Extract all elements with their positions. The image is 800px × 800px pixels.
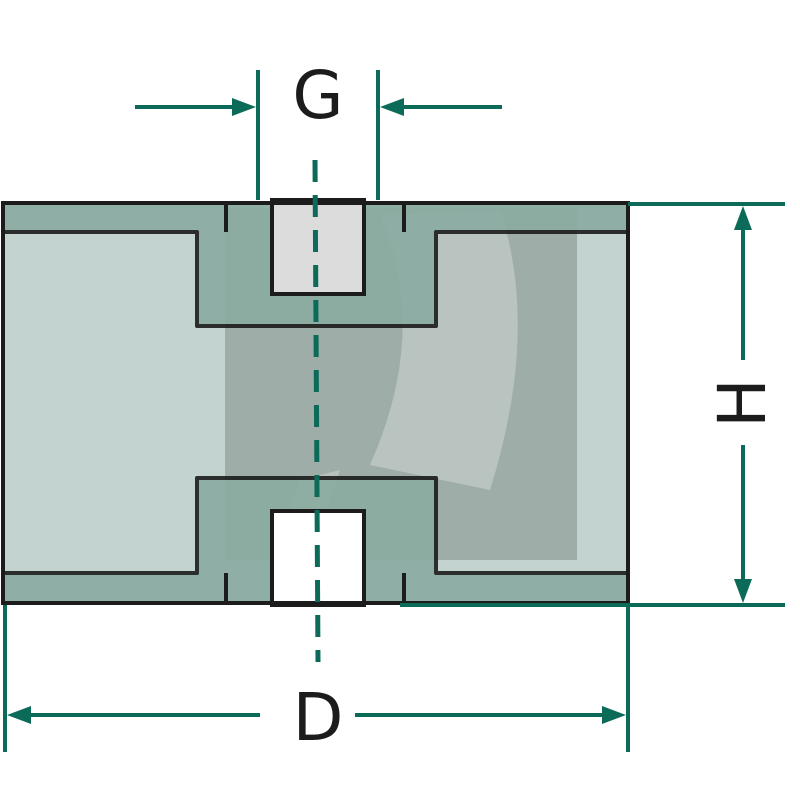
dimension-d — [3, 605, 630, 752]
label-g: G — [292, 57, 343, 134]
dimension-h — [400, 202, 785, 607]
label-d: D — [293, 679, 344, 756]
label-h: H — [704, 378, 781, 428]
centerline — [312, 159, 321, 663]
dimension-g — [135, 70, 502, 200]
